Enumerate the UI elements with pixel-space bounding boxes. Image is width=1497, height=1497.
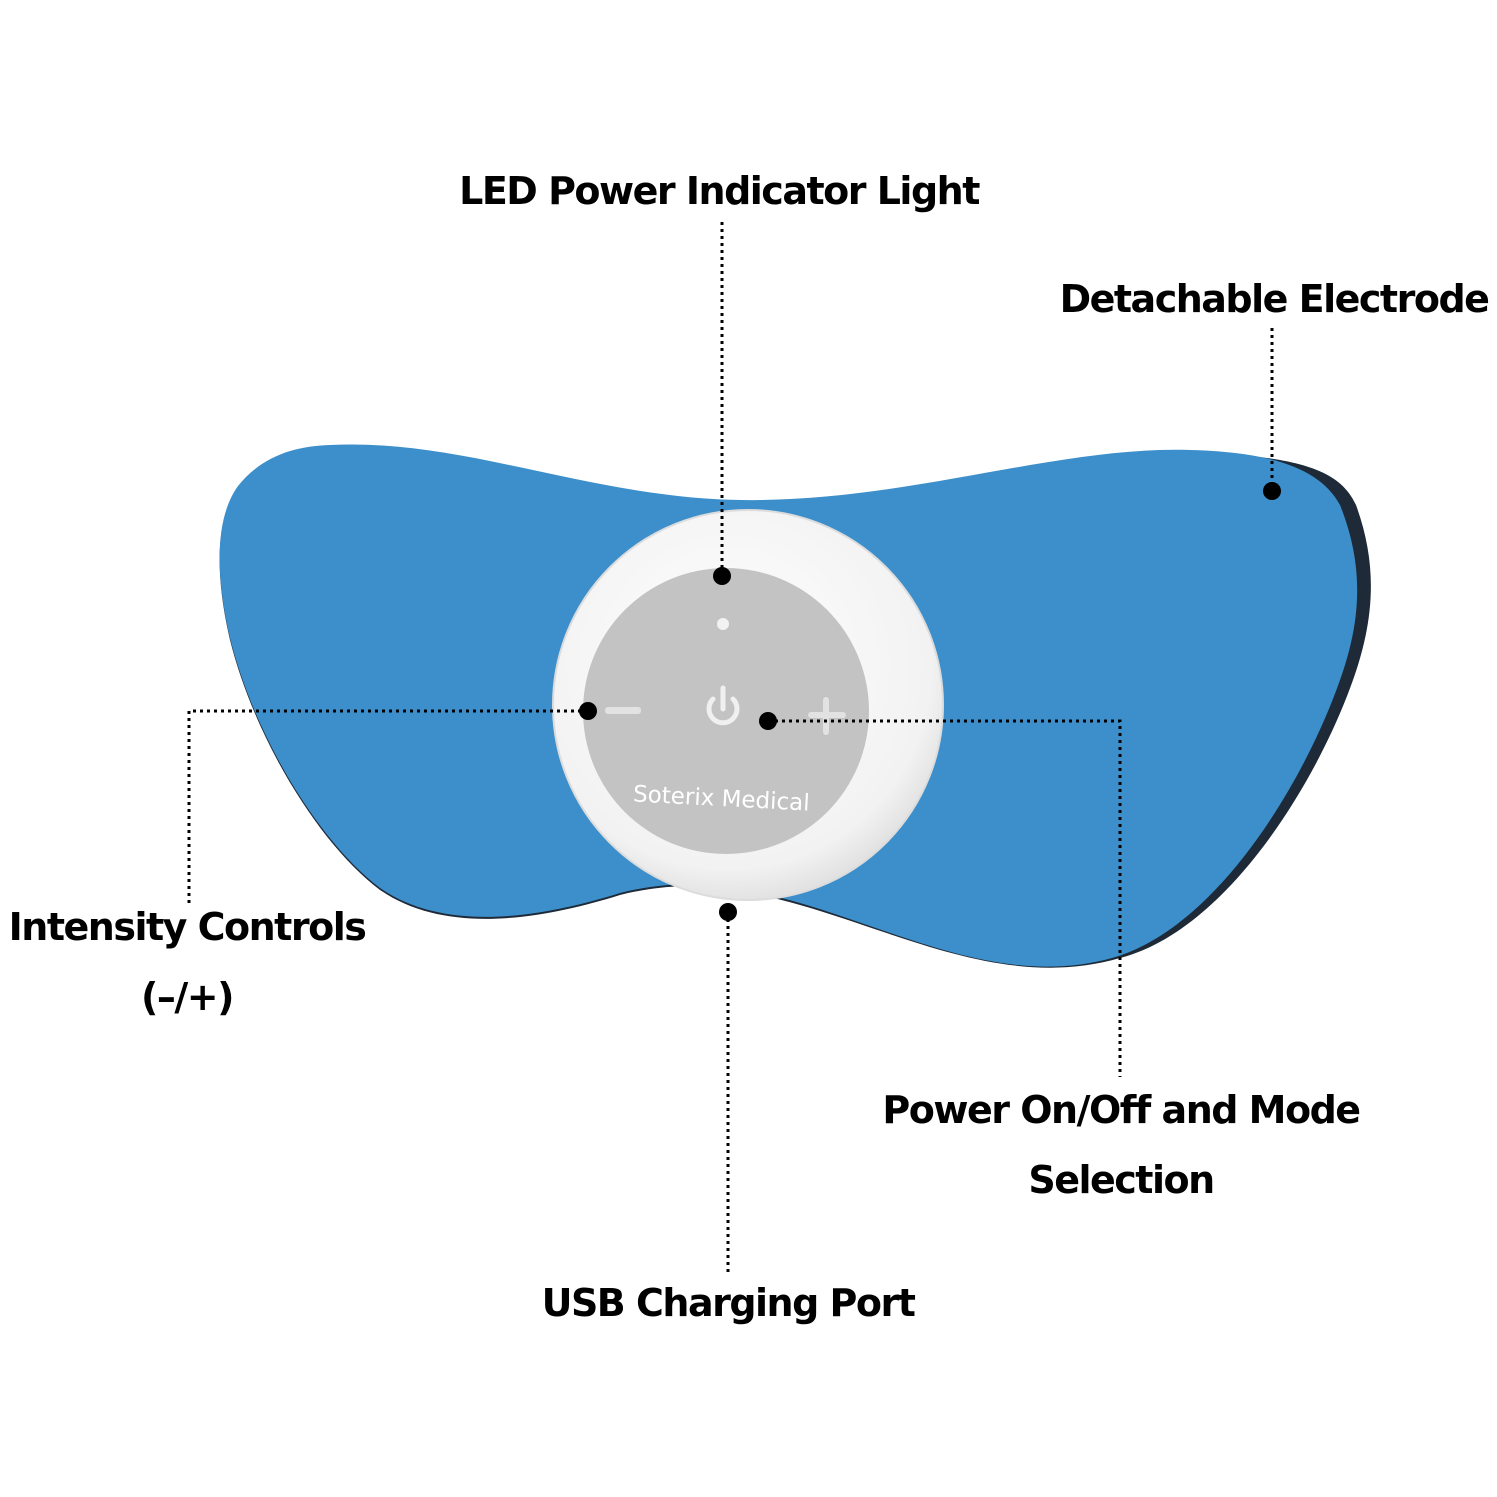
minus-icon bbox=[605, 707, 641, 714]
label-detachable-electrode: Detachable Electrode bbox=[1059, 277, 1490, 321]
label-power-line2: Selection bbox=[1028, 1158, 1215, 1202]
device-face bbox=[583, 568, 869, 854]
device-housing-rim bbox=[552, 509, 944, 901]
leader-power bbox=[768, 719, 1122, 1077]
label-led-power-indicator: LED Power Indicator Light bbox=[459, 169, 980, 213]
leader-dots bbox=[579, 482, 1281, 921]
dot-led bbox=[713, 567, 731, 585]
plus-icon bbox=[808, 697, 846, 735]
label-intensity-controls: Intensity Controls (–/+) bbox=[8, 905, 367, 1019]
label-intensity-line1: Intensity Controls bbox=[8, 905, 367, 949]
label-power-line1: Power On/Off and Mode bbox=[882, 1088, 1361, 1132]
minus-button[interactable] bbox=[605, 707, 641, 714]
dot-intensity bbox=[579, 702, 597, 720]
dot-usb bbox=[719, 903, 737, 921]
plus-button[interactable] bbox=[808, 697, 846, 735]
power-icon bbox=[706, 685, 740, 726]
leader-intensity bbox=[187, 709, 588, 905]
dot-electrode bbox=[1263, 482, 1281, 500]
dot-power bbox=[759, 712, 777, 730]
leader-lines bbox=[187, 222, 1274, 1272]
led-indicator bbox=[717, 618, 729, 630]
label-intensity-line2: (–/+) bbox=[141, 975, 234, 1019]
label-usb-charging-port: USB Charging Port bbox=[541, 1281, 916, 1325]
power-button[interactable] bbox=[706, 685, 740, 726]
label-power-mode: Power On/Off and Mode Selection bbox=[882, 1088, 1361, 1202]
